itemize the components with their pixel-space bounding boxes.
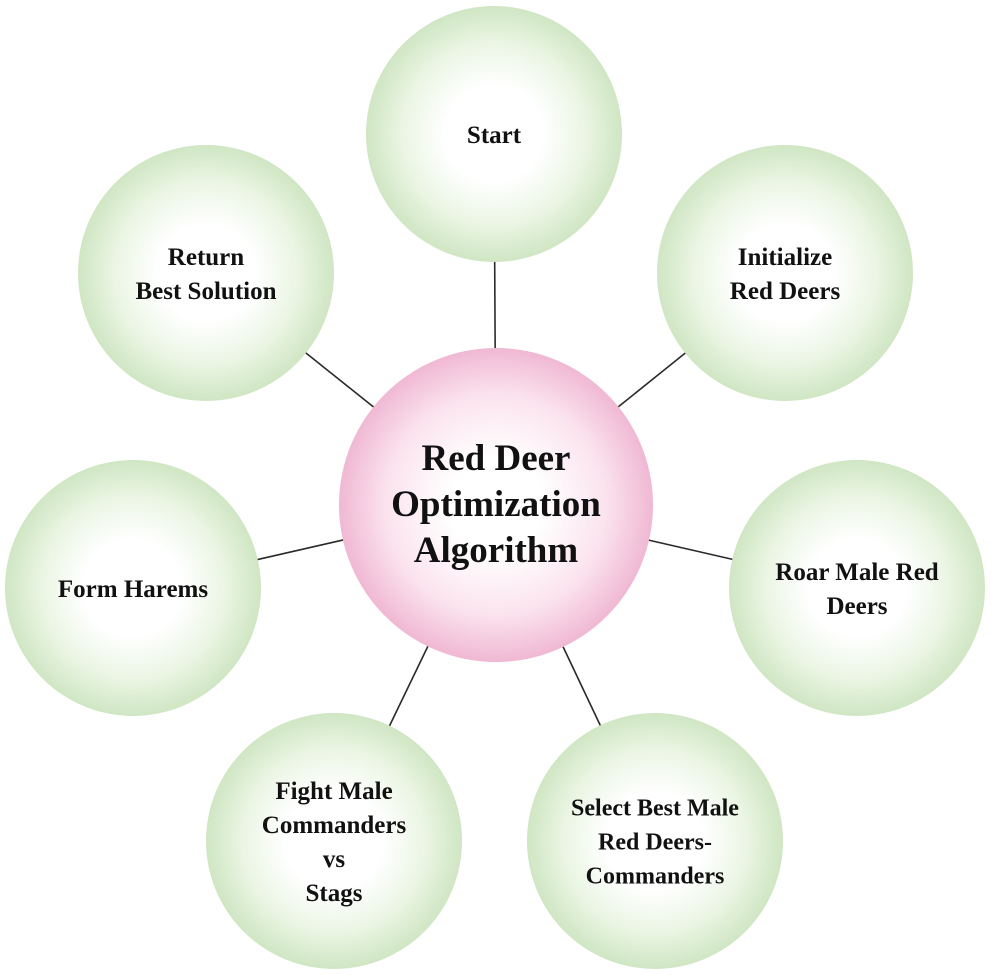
node-roar-label-line-2: Deers: [826, 593, 887, 620]
center-title-line-2: Optimization: [391, 484, 601, 525]
connector-fight: [388, 644, 430, 728]
node-return-label-line-1: Return: [168, 244, 244, 271]
connector-select: [561, 644, 602, 728]
node-initialize-circle: [657, 145, 913, 401]
connector-return: [303, 351, 376, 409]
center-title-line-1: Red Deer: [422, 438, 571, 479]
node-fight-circle: [206, 713, 462, 969]
node-select-label-line-1: Select Best Male: [571, 795, 739, 821]
node-start: Start: [366, 6, 622, 262]
node-fight-label-line-2: Commanders: [262, 812, 407, 839]
node-form-harems: Form Harems: [5, 460, 261, 716]
connector-form-harems: [255, 538, 346, 561]
node-fight-label-line-4: Stags: [306, 880, 363, 907]
center-circle: [339, 348, 653, 662]
node-select-label-line-3: Commanders: [586, 863, 725, 889]
node-return-circle: [78, 145, 334, 401]
node-return-label-line-2: Best Solution: [135, 278, 276, 305]
node-fight-label-line-3: vs: [323, 846, 346, 873]
center-title-line-3: Algorithm: [414, 530, 579, 571]
connector-lines: [255, 259, 735, 728]
node-roar-label-line-1: Roar Male Red: [775, 559, 938, 586]
node-form-harems-label-line-1: Form Harems: [58, 576, 208, 603]
node-roar-circle: [729, 460, 985, 716]
connector-roar: [646, 538, 735, 561]
node-start-label-line-1: Start: [467, 122, 522, 149]
node-start-circle: [366, 6, 622, 262]
node-initialize-label-line-1: Initialize: [738, 244, 832, 271]
node-initialize-label-line-2: Red Deers: [730, 278, 841, 305]
node-form-harems-circle: [5, 460, 261, 716]
connector-initialize: [616, 351, 688, 409]
node-select-circle: [527, 713, 783, 969]
node-fight-label-line-1: Fight Male: [275, 778, 392, 805]
node-select-label-line-2: Red Deers-: [598, 829, 712, 855]
